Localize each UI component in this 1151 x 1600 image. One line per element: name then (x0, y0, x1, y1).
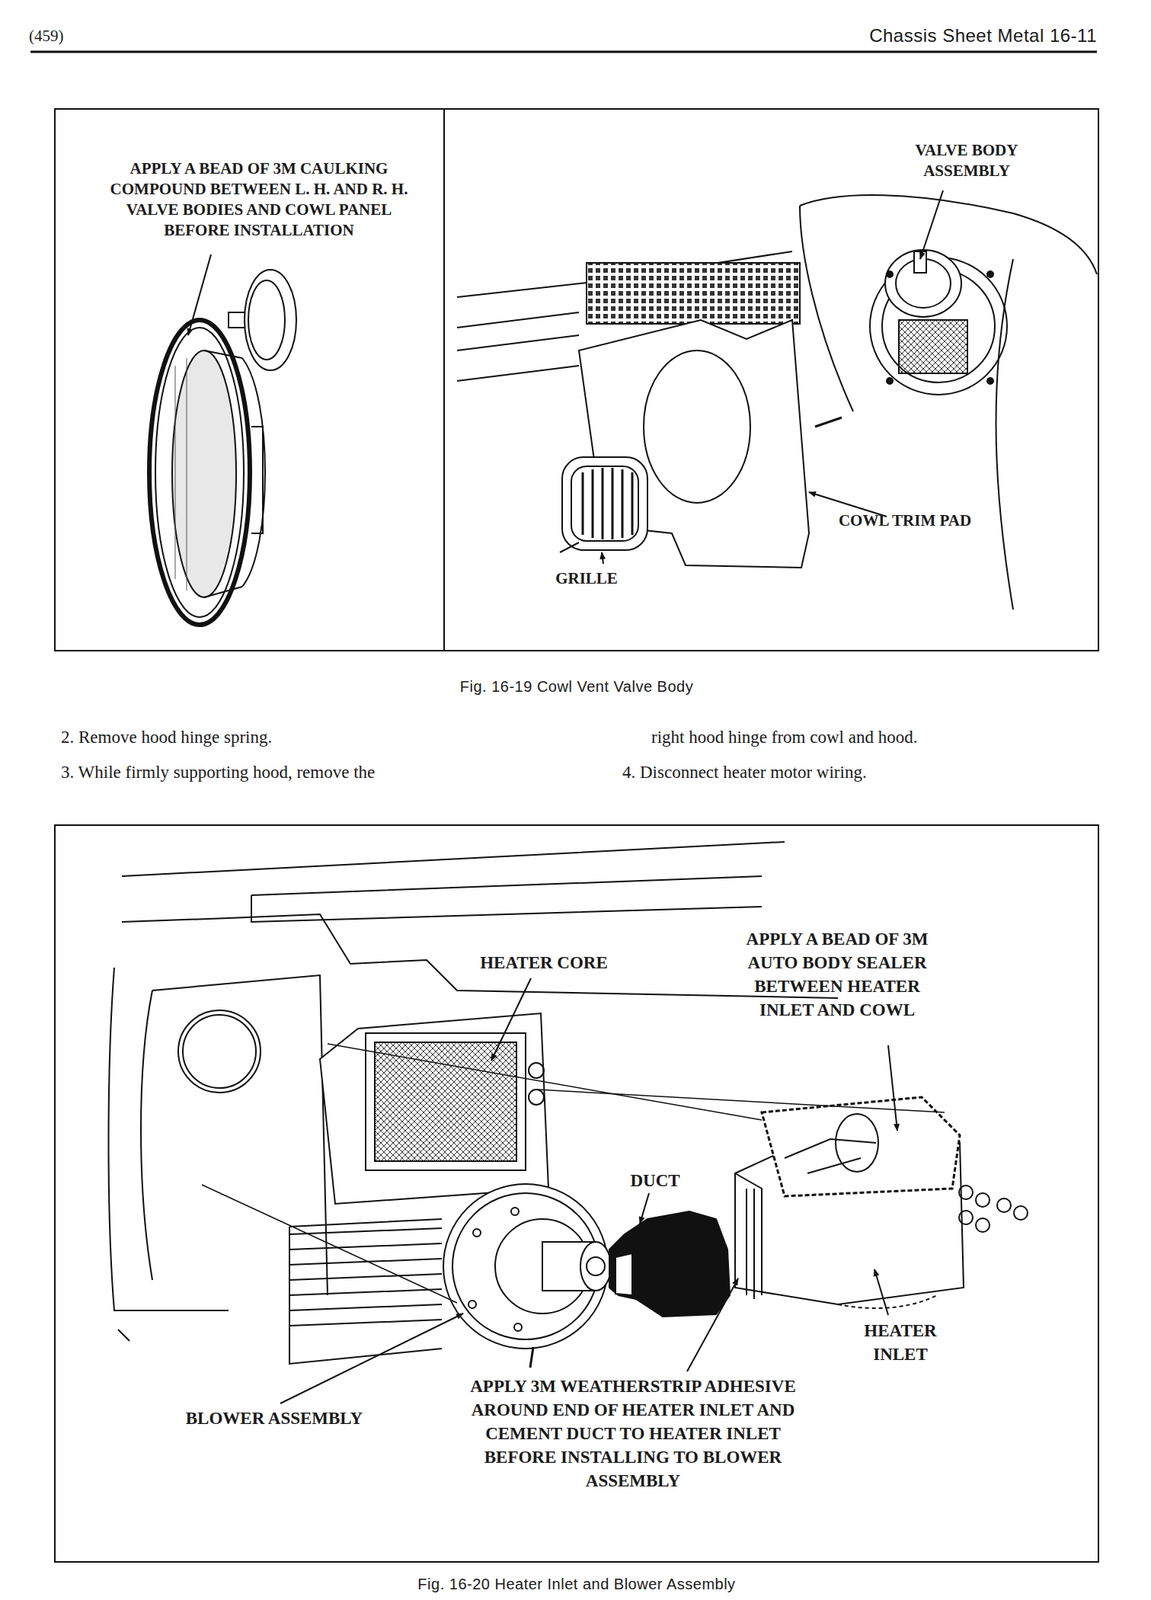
heater-drawing (108, 841, 1029, 1368)
valve-body-drawing (149, 269, 297, 625)
part-name: GRILLE (533, 568, 640, 589)
figure-caption: Fig. 16-20 Heater Inlet and Blower Assem… (310, 1573, 844, 1594)
part-name: BLOWER ASSEMBLY (152, 1406, 397, 1430)
step-text: 4. Disconnect heater motor wiring. (622, 760, 1080, 784)
part-name: COWL TRIM PAD (836, 510, 974, 531)
part-name: HEATER CORE (444, 950, 643, 975)
part-name: HEATER INLET (839, 1318, 962, 1366)
page-number: (459) (28, 25, 121, 46)
part-name: VALVE BODY ASSEMBLY (875, 140, 1059, 182)
step-text: 3. While firmly supporting hood, remove … (60, 760, 518, 784)
part-name: DUCT (609, 1168, 701, 1193)
running-head: Chassis Sheet Metal 16-11 (792, 24, 1097, 48)
step-text: 2. Remove hood hinge spring. (60, 725, 518, 749)
step-text: right hood hinge from cowl and hood. (651, 725, 1078, 749)
callout-note: APPLY A BEAD OF 3M CAULKING COMPOUND BET… (95, 158, 423, 241)
callout-note: APPLY A BEAD OF 3M AUTO BODY SEALER BETW… (726, 927, 948, 1022)
callout-note: APPLY 3M WEATHERSTRIP ADHESIVE AROUND EN… (469, 1374, 797, 1493)
cowl-drawing (457, 195, 1097, 610)
figure-caption: Fig. 16-19 Cowl Vent Valve Body (348, 676, 806, 697)
